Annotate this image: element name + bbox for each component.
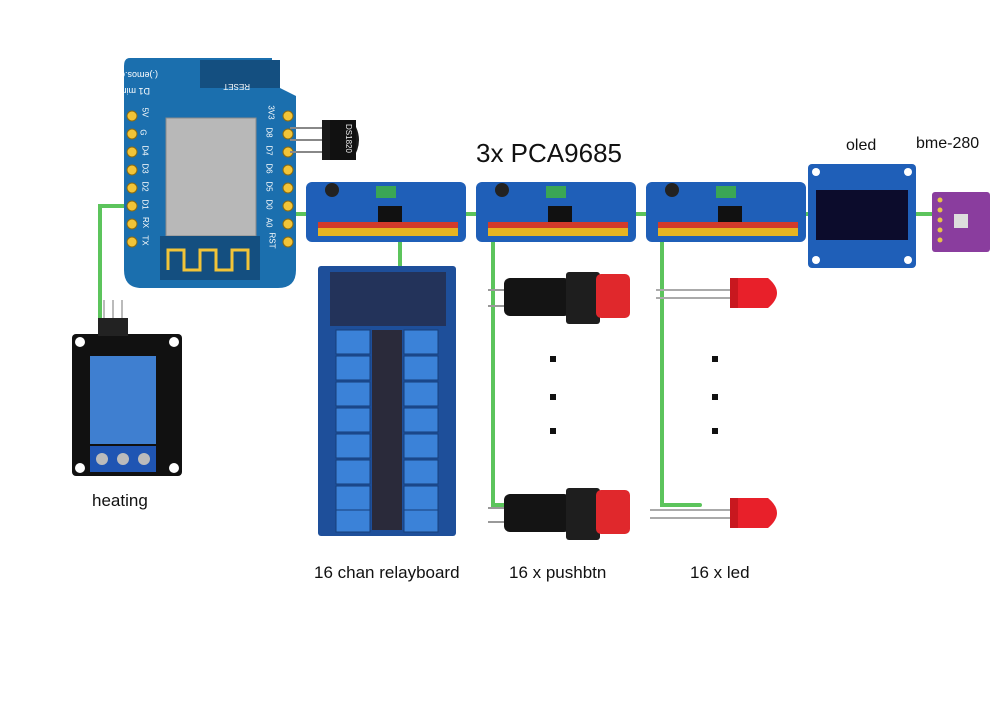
d1-pin-label: 3V3 (266, 105, 276, 120)
d1-pin-label: D7 (264, 145, 274, 156)
pca9685-board-2 (476, 182, 636, 242)
heating-relay-module (72, 300, 182, 476)
d1-reset-label: RESET (223, 82, 250, 91)
d1-pin-label: RX (141, 216, 151, 229)
relayboard-label: 16 chan relayboard (314, 563, 460, 582)
led-top (656, 278, 777, 308)
led-label: 16 x led (690, 563, 750, 582)
d1-pin-label: D2 (140, 181, 150, 192)
led-ellipsis (712, 356, 718, 434)
bme-label: bme-280 (916, 135, 980, 152)
d1-pin-label: RST (267, 232, 277, 249)
relay-board-16ch (318, 266, 456, 536)
heating-wire (98, 204, 130, 342)
heating-label: heating (92, 491, 148, 510)
d1-model-label: D1 mini (119, 86, 150, 96)
ds1820-label: DS1820 (344, 124, 353, 153)
oled-label: oled (846, 137, 877, 154)
pushbtn-label: 16 x pushbtn (509, 563, 607, 582)
d1-pin-label: D6 (264, 163, 274, 174)
d1-pin-label: D4 (140, 145, 150, 156)
pca9685-board-3 (646, 182, 806, 242)
pushbutton-bottom (488, 488, 630, 540)
oled-display (808, 164, 916, 268)
d1-pin-label: D8 (264, 127, 274, 138)
title-label: 3x PCA9685 (476, 138, 622, 168)
d1-pin-label: G (138, 129, 148, 136)
bme280-sensor (932, 192, 990, 252)
ds1820-sensor: DS1820 (290, 120, 359, 160)
led-wire (660, 238, 702, 507)
d1-pin-label: A0 (264, 217, 274, 228)
d1-brand-label: (.)emos.cc (115, 70, 158, 80)
d1-pin-label: D1 (140, 199, 150, 210)
d1-pin-label: D5 (264, 181, 274, 192)
pushbutton-top (488, 272, 630, 324)
d1-pin-label: 5V (140, 107, 150, 118)
d1-pin-label: TX (140, 235, 150, 246)
pushbutton-ellipsis (550, 356, 556, 434)
d1-pin-label: D3 (140, 163, 150, 174)
d1-pin-label: D0 (264, 199, 274, 210)
d1-mini-board: RESET (.)emos.cc D1 mini (115, 58, 296, 288)
pca9685-board-1 (306, 182, 466, 242)
led-bottom (650, 498, 777, 528)
